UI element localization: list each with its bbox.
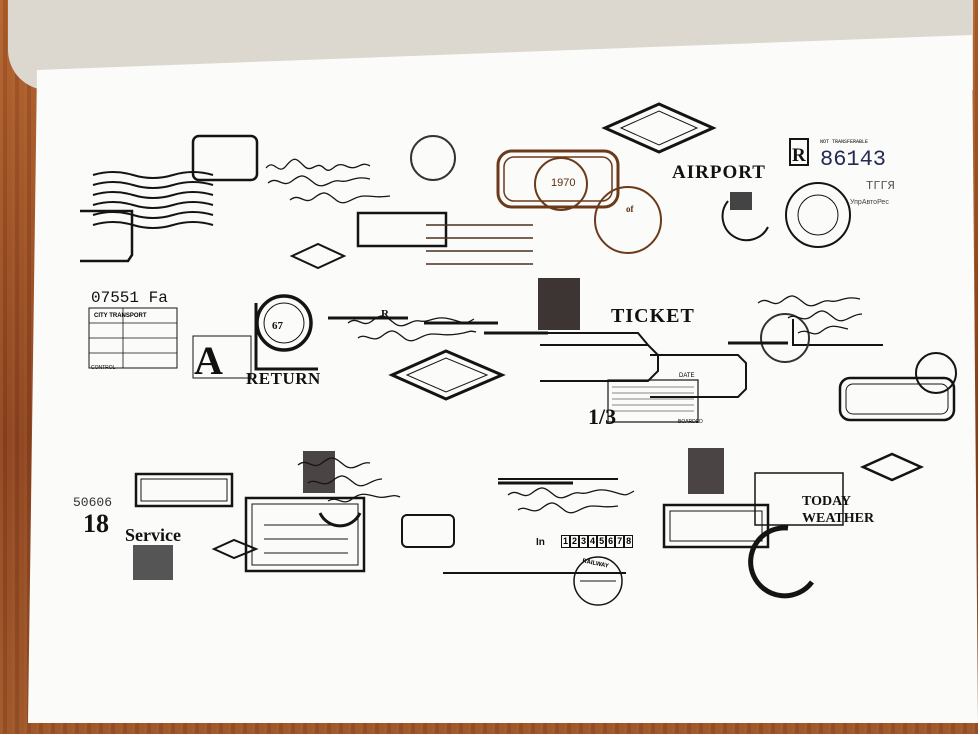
round-postmark-small — [721, 200, 769, 242]
weather-box — [754, 472, 844, 526]
not-transferable-text: NOT TRANSFERABLE — [820, 139, 869, 145]
octagon-frame-brown-inner — [503, 156, 613, 202]
label-frame-row3-inner — [140, 478, 228, 502]
postcard-lines — [264, 524, 348, 554]
label-frame-row3 — [134, 472, 234, 508]
cyrillic-top-text: ТГГЯ — [866, 179, 895, 193]
stamp-sheet: AIRPORT R 86143 NOT TRANSFERABLE ТГГЯ Уп… — [28, 35, 978, 723]
number-cell: 5 — [597, 535, 607, 548]
ticket-small-print — [607, 379, 699, 423]
postmark-faded — [760, 313, 810, 363]
return-text: RETURN — [246, 369, 321, 388]
number-cell: 3 — [579, 535, 589, 548]
diamond-small-row3 — [211, 538, 259, 560]
postmark-airport — [785, 182, 851, 248]
partial-circle-row3 — [318, 512, 362, 528]
tag-frame-row3 — [401, 514, 455, 548]
wavy-cancel-lines — [92, 171, 214, 229]
badge-circle — [255, 294, 313, 352]
postcard-frame-inner — [251, 503, 359, 566]
postmark-year-text: 1970 — [551, 177, 576, 189]
octagon-frame-brown — [496, 149, 620, 209]
corner-frame-right — [792, 319, 883, 346]
grid-stamp-row3 — [133, 545, 173, 580]
registered-box — [789, 138, 809, 166]
script-row3-right — [507, 487, 635, 514]
octagon-frame-right — [838, 376, 956, 422]
postcard-frame — [244, 496, 366, 573]
cyrillic-bottom-text: УпрАвтоРес — [850, 199, 889, 206]
label-frame-mid — [356, 211, 448, 248]
diamond-small-right — [859, 452, 925, 482]
diamond-large-top-inner — [619, 110, 699, 146]
railway-postmark — [573, 556, 623, 606]
postmark-brown-large — [594, 186, 662, 254]
script-right-row2 — [757, 295, 863, 335]
r-mark-text: R — [381, 308, 389, 320]
number-cell: 8 — [624, 535, 634, 548]
diamond-large-mid-inner — [405, 357, 489, 393]
diamond-small — [289, 242, 347, 270]
diamond-large-top — [601, 102, 717, 154]
ticket-number-text: 07551 Fa — [91, 289, 168, 307]
diamond-large-mid — [388, 349, 506, 401]
number-cell: 6 — [606, 535, 616, 548]
label-frame-row3-right-inner — [669, 510, 763, 542]
script-top-left — [265, 158, 391, 204]
ticket-small-print-lines — [612, 386, 694, 412]
service-text: Service — [125, 525, 181, 545]
badge-67-text: 67 — [272, 320, 283, 332]
registered-number-text: 86143 — [820, 147, 887, 172]
postmark-brown — [534, 157, 588, 211]
number-cell: 1 — [561, 535, 571, 548]
postmark-airport-inner — [797, 194, 839, 236]
of-text: of — [626, 204, 634, 214]
label-frame-top — [191, 134, 259, 182]
badge-circle-inner — [263, 302, 305, 344]
today-text: TODAY — [802, 494, 852, 509]
number-cell: 4 — [588, 535, 598, 548]
city-ticket-lines — [89, 308, 177, 368]
label-frame-row3-right — [662, 503, 770, 549]
stamp-patch-mid — [538, 278, 580, 330]
stamp-patch-top — [730, 192, 752, 210]
frame-corner-left — [80, 209, 134, 263]
stamp-graphics — [80, 102, 957, 606]
service-number-text: 50606 — [73, 495, 113, 510]
number-row-label: In — [536, 537, 545, 548]
registered-r-text: R — [792, 145, 806, 166]
big-a-letter: A — [194, 338, 223, 383]
number-cell: 7 — [615, 535, 625, 548]
number-row: 1 2 3 4 5 6 7 8 — [561, 535, 634, 548]
script-row3-left — [297, 457, 401, 503]
script-mid-row2 — [347, 315, 477, 342]
ledger-box — [192, 335, 252, 379]
octagon-frame-right-inner — [845, 383, 949, 415]
broken-circle — [748, 525, 815, 599]
postmark-circle — [410, 135, 456, 181]
ticket-text: TICKET — [611, 305, 695, 327]
service-big-number: 18 — [83, 509, 109, 538]
dark-rules — [328, 224, 788, 485]
badge-frame — [254, 303, 318, 371]
airport-text: AIRPORT — [672, 162, 766, 183]
stamp-patch-row3-left — [303, 451, 335, 493]
postmark-right — [915, 352, 957, 394]
city-transport-text: CITY TRANSPORT — [94, 313, 147, 319]
long-rule-row3 — [443, 478, 626, 574]
weather-text: WEATHER — [802, 511, 875, 526]
stamp-patch-row3-right — [688, 448, 724, 494]
date-text: DATE — [679, 373, 695, 379]
number-cell: 2 — [570, 535, 580, 548]
ticket-frame-chain — [540, 332, 747, 398]
